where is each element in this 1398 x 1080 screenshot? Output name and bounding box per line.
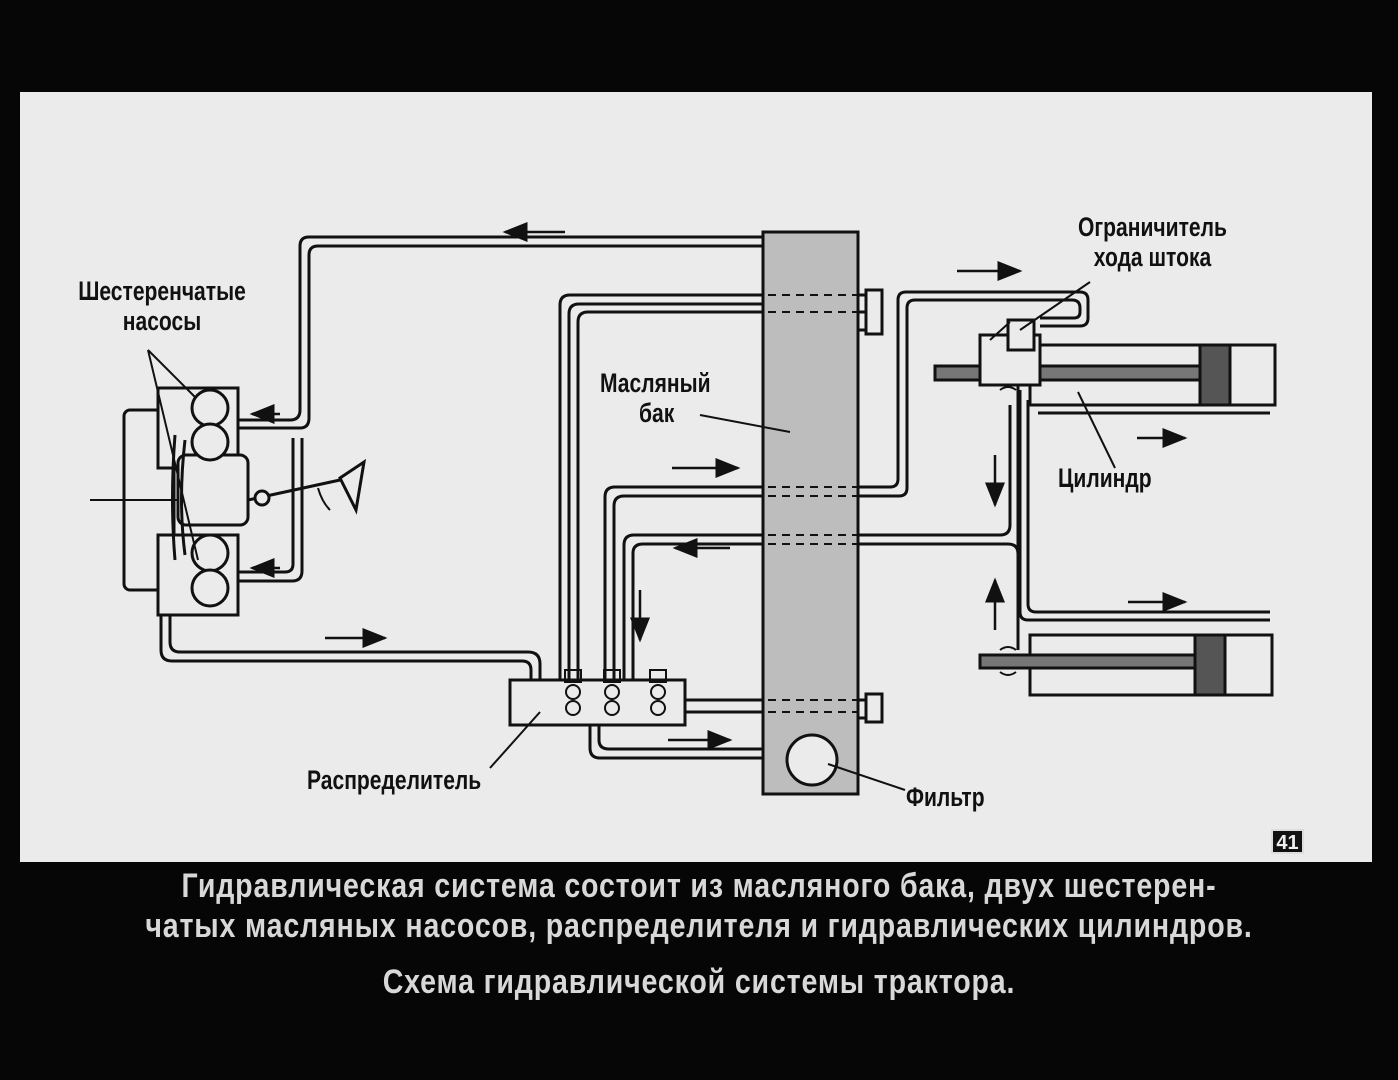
- gear-pumps-label: Шестеренчатые насосы: [76, 276, 248, 336]
- pressure-line-bottom: [159, 585, 542, 680]
- cylinder-label: Цилиндр: [1058, 463, 1152, 493]
- upper-hydraulic-cylinder: [933, 318, 1277, 407]
- slide-number: 41: [1271, 829, 1304, 854]
- filter-line: [588, 725, 768, 760]
- lower-hydraulic-cylinder: [978, 633, 1274, 697]
- pump-lower-return-line: [238, 438, 304, 583]
- filter-label: Фильтр: [906, 782, 985, 812]
- lower-cylinder-lines: [1018, 390, 1270, 622]
- caption-line-1: Гидравлическая система состоит из маслян…: [181, 867, 1217, 905]
- upper-cylinder-feed-line: [603, 290, 1090, 680]
- oil-tank: [761, 230, 884, 796]
- oil-tank-label-line2: бак: [639, 398, 675, 428]
- gear-pumps-label-line2: насосы: [122, 306, 202, 336]
- filter: [785, 733, 839, 787]
- distributor-line-upper: [558, 293, 768, 680]
- stroke-limiter-label-line1: Ограничитель: [1078, 212, 1227, 242]
- return-line-top: [238, 235, 768, 430]
- caption-line-2: чатых масляных насосов, распределителя и…: [145, 907, 1253, 945]
- gear-pumps-label-line1: Шестеренчатые: [78, 276, 246, 306]
- distributor: [508, 669, 763, 727]
- oil-tank-label: Масляный бак: [600, 368, 711, 428]
- oil-tank-label-line1: Масляный: [600, 368, 711, 398]
- stroke-limiter-label: Ограничитель хода штока: [1065, 212, 1241, 272]
- caption-subtitle: Схема гидравлической системы трактора.: [382, 963, 1016, 1001]
- distributor-label: Распределитель: [307, 765, 482, 795]
- leader-lines: [147, 281, 1116, 791]
- stroke-limiter-label-line2: хода штока: [1093, 242, 1212, 272]
- flow-arrows: [249, 222, 1188, 750]
- gear-pumps: [90, 386, 367, 617]
